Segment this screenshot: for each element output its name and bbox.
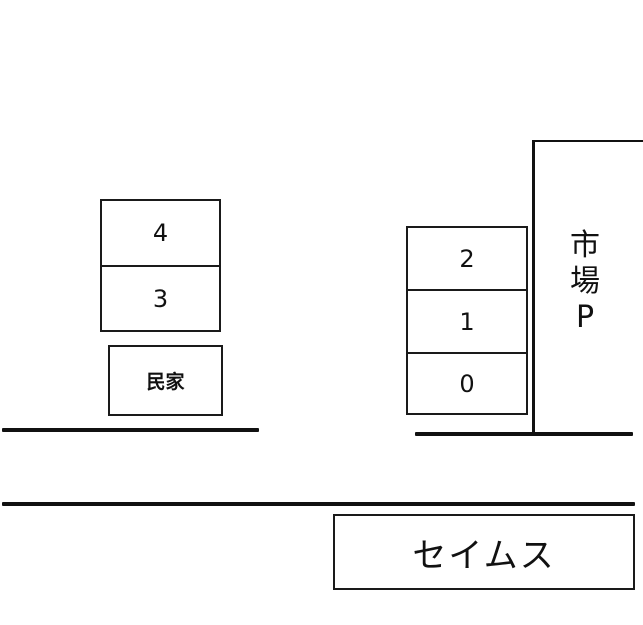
parking-space-1[interactable]: 1 — [406, 289, 528, 354]
road-edge-left — [2, 428, 259, 432]
market-char-p: P — [575, 300, 595, 335]
parking-space-0[interactable]: 0 — [406, 352, 528, 415]
space-number: 3 — [152, 284, 169, 313]
house-label: 民家 — [146, 371, 185, 393]
market-parking-boundary-left — [532, 140, 535, 434]
market-char-2: 場 — [570, 264, 600, 299]
road-edge-right — [415, 432, 633, 436]
market-parking-boundary-top — [533, 140, 643, 142]
parking-space-3[interactable]: 3 — [100, 265, 221, 332]
house-building: 民家 — [108, 345, 223, 416]
market-char-1: 市 — [570, 228, 600, 263]
road-edge-far — [2, 502, 635, 506]
market-parking-label: 市 場 P — [565, 228, 605, 336]
space-number: 1 — [459, 307, 475, 336]
store-seims: セイムス — [333, 514, 635, 590]
store-label: セイムス — [412, 535, 556, 576]
space-number: 2 — [459, 244, 475, 273]
space-number: 0 — [459, 369, 475, 398]
parking-space-2[interactable]: 2 — [406, 226, 528, 291]
parking-space-4[interactable]: 4 — [100, 199, 221, 267]
space-number: 4 — [152, 219, 169, 247]
